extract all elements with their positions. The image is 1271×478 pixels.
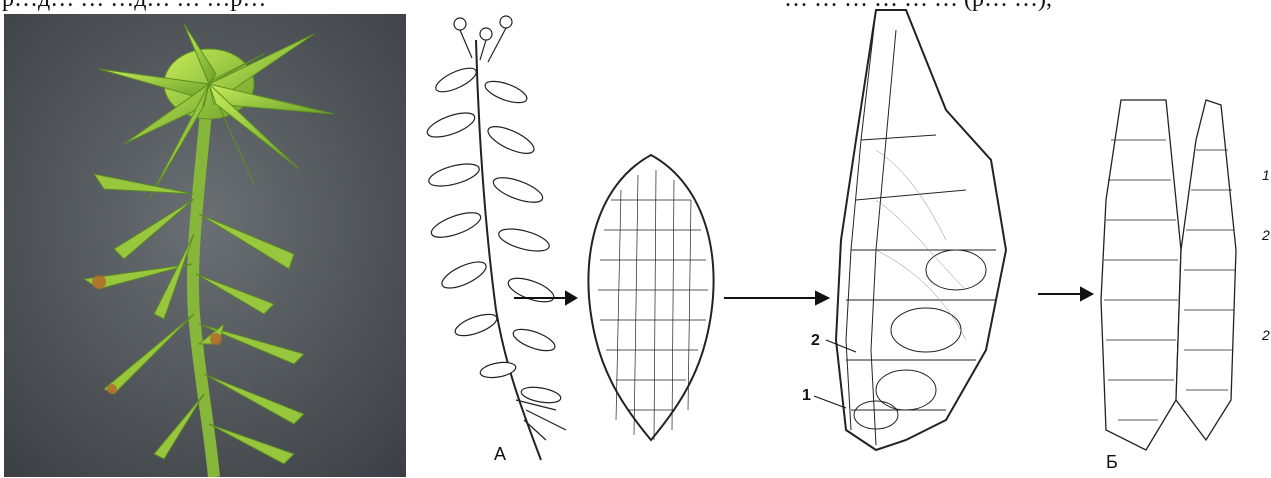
caption-fragment-left: р…д… … …д… … …р…: [2, 0, 266, 13]
hyaline-cell-drawing: [1101, 100, 1236, 450]
label-b: Б: [1106, 452, 1118, 472]
arrow-2: [724, 292, 828, 304]
callout-right-2b: 2: [1261, 327, 1270, 343]
label-a: А: [494, 444, 506, 464]
moss-photo: [4, 14, 406, 477]
callout-right-2a: 2: [1261, 227, 1270, 243]
callout-line-1: [814, 396, 846, 408]
callout-mid-2: 2: [811, 332, 820, 349]
arrow-3: [1038, 288, 1092, 300]
cell-detail-drawing: [836, 10, 1006, 450]
branch-drawing: [424, 16, 566, 460]
sphagnum-anatomy-drawing: А 2 1: [406, 0, 1271, 478]
callout-right-1: 1: [1262, 167, 1270, 183]
leaf-drawing: [588, 155, 713, 440]
callout-mid-1: 1: [802, 387, 811, 404]
